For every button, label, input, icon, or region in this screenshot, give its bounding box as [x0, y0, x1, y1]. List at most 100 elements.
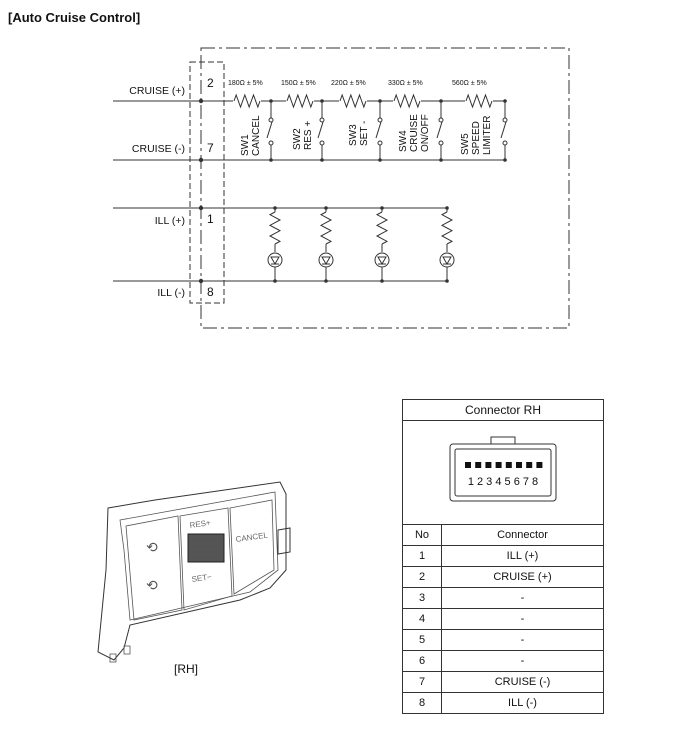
junction-dot — [273, 279, 277, 283]
connector-pin — [526, 462, 533, 468]
pin-function: ILL (+) — [441, 545, 604, 567]
svg-text:RES +: RES + — [303, 121, 314, 150]
svg-text:LIMITER: LIMITER — [482, 116, 493, 155]
cancel-label: CANCEL — [235, 530, 269, 544]
label-ill-plus: ILL (+) — [155, 215, 185, 227]
switch-label-sw1: SW1 CANCEL — [240, 115, 262, 156]
connector-boundary — [189, 61, 225, 304]
junction-dot — [198, 205, 204, 211]
switch-contact — [268, 117, 274, 123]
switch-label-sw2: SW2 RES + — [292, 121, 314, 150]
svg-text:SPEED: SPEED — [471, 121, 482, 155]
pin-function: - — [441, 608, 604, 630]
switch-group — [266, 99, 508, 162]
resistor-value-3: 220Ω ± 5% — [331, 80, 366, 87]
led-resistor — [268, 211, 282, 245]
svg-text:CANCEL: CANCEL — [251, 115, 262, 156]
switch-label-sw4: SW4 CRUISE ON/OFF — [398, 114, 431, 152]
junction-dot — [378, 158, 382, 162]
panel-inner-bezel — [119, 491, 279, 621]
led-diode — [321, 256, 331, 266]
switch-contact — [319, 140, 325, 146]
pin-function: - — [441, 629, 604, 651]
pin-function: CRUISE (-) — [441, 671, 604, 693]
table-row: 4- — [402, 608, 604, 630]
connector-pin — [475, 462, 482, 468]
pin-function: CRUISE (+) — [441, 566, 604, 588]
connector-picture: 1 2 3 4 5 6 7 8 — [402, 420, 604, 525]
switch-label-sw3: SW3 SET - — [348, 121, 370, 146]
panel-connector-stub — [277, 527, 291, 555]
pin-no: 2 — [402, 566, 442, 588]
speed-limit-icon: ⟲ — [146, 577, 158, 593]
illumination-led-group — [267, 206, 455, 283]
pin-number-ill-plus: 1 — [207, 212, 214, 226]
switch-contact — [502, 140, 508, 146]
connector-pin — [536, 462, 543, 468]
svg-text:SET -: SET - — [359, 121, 370, 146]
svg-text:SW2: SW2 — [292, 128, 303, 150]
led-resistor — [375, 211, 389, 245]
junction-dot — [439, 158, 443, 162]
connector-pin — [505, 462, 512, 468]
resistor — [339, 93, 367, 109]
pin-no: 7 — [402, 671, 442, 693]
pin-number-cruise-minus: 7 — [207, 141, 214, 155]
junction-dot — [445, 279, 449, 283]
panel-left-pad — [125, 515, 183, 621]
switch-contact — [502, 117, 508, 123]
led-resistor — [319, 211, 333, 245]
switch-blade — [317, 121, 324, 139]
resistor-value-4: 330Ω ± 5% — [388, 80, 423, 87]
connector-pin — [516, 462, 522, 468]
svg-text:ON/OFF: ON/OFF — [420, 114, 431, 152]
rh-switch-panel-illustration: ⟲ ⟲ RES+ SET− CANCEL — [97, 481, 291, 663]
pin-number-ill-minus: 8 — [207, 285, 214, 299]
switch-contact — [319, 117, 325, 123]
pin-function: - — [441, 587, 604, 609]
pin-no: 1 — [402, 545, 442, 567]
switch-blade — [436, 121, 443, 139]
switch-contact — [438, 140, 444, 146]
resistor-value-2: 150Ω ± 5% — [281, 80, 316, 87]
resistor — [286, 93, 314, 109]
connector-face-drawing: 1 2 3 4 5 6 7 8 — [449, 436, 557, 502]
switch-blade — [500, 121, 507, 139]
connector-pin-squares — [465, 462, 543, 468]
res-plus-label: RES+ — [189, 518, 211, 530]
label-ill-minus: ILL (-) — [157, 287, 185, 299]
junction-dot — [198, 157, 204, 163]
switch-contact — [438, 117, 444, 123]
panel-housing — [97, 481, 287, 661]
switch-blade — [266, 121, 273, 139]
pin-no: 8 — [402, 692, 442, 714]
resistor — [233, 93, 261, 109]
connector-title: Connector RH — [402, 399, 604, 421]
page-title: [Auto Cruise Control] — [8, 10, 141, 25]
table-row: 5- — [402, 629, 604, 651]
svg-text:SW5: SW5 — [460, 133, 471, 155]
svg-text:SW3: SW3 — [348, 124, 359, 146]
pin-function: ILL (-) — [441, 692, 604, 714]
led-diode — [377, 256, 387, 266]
pin-function: - — [441, 650, 604, 672]
switch-contact — [268, 140, 274, 146]
connector-pin — [495, 462, 502, 468]
cruise-control-schematic: CRUISE (+) CRUISE (-) ILL (+) ILL (-) 2 … — [113, 47, 570, 329]
junction-dot — [269, 158, 273, 162]
panel-center-rocker — [179, 507, 233, 611]
column-header-no: No — [402, 524, 442, 546]
resistor-value-5: 560Ω ± 5% — [452, 80, 487, 87]
panel-cancel-pad — [229, 499, 275, 595]
switch-label-sw5: SW5 SPEED LIMITER — [460, 116, 493, 155]
series-resistor-chain — [233, 93, 493, 109]
table-row: 3- — [402, 587, 604, 609]
label-cruise-plus: CRUISE (+) — [129, 85, 185, 97]
connector-pin — [485, 462, 492, 468]
led-resistor — [440, 211, 454, 245]
junction-dot — [380, 279, 384, 283]
